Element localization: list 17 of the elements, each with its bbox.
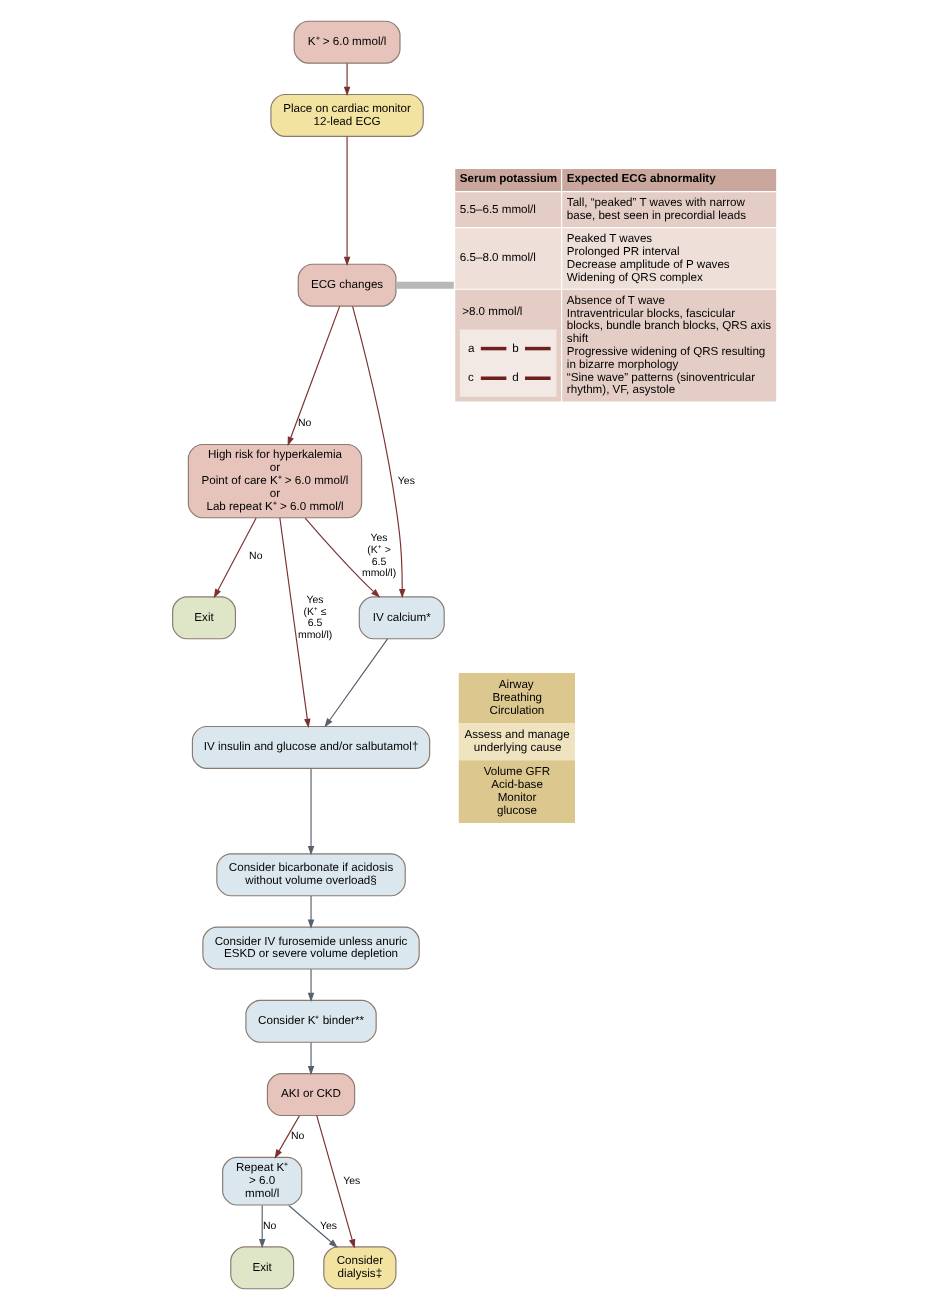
arrow: [273, 1115, 300, 1159]
arrow: [306, 968, 314, 1002]
arrow: [342, 62, 350, 97]
arrow: [351, 305, 405, 599]
arrow: [303, 517, 380, 598]
arrow: [306, 1042, 314, 1076]
arrow: [323, 638, 388, 728]
arrow: [286, 305, 340, 447]
arrow: [212, 517, 256, 599]
arrow: [315, 1115, 355, 1249]
arrow: [278, 517, 310, 729]
arrow: [306, 768, 314, 856]
arrow: [342, 135, 350, 266]
connector: [395, 281, 453, 289]
arrow: [257, 1204, 265, 1249]
arrow: [287, 1204, 337, 1248]
arrow: [306, 895, 314, 929]
